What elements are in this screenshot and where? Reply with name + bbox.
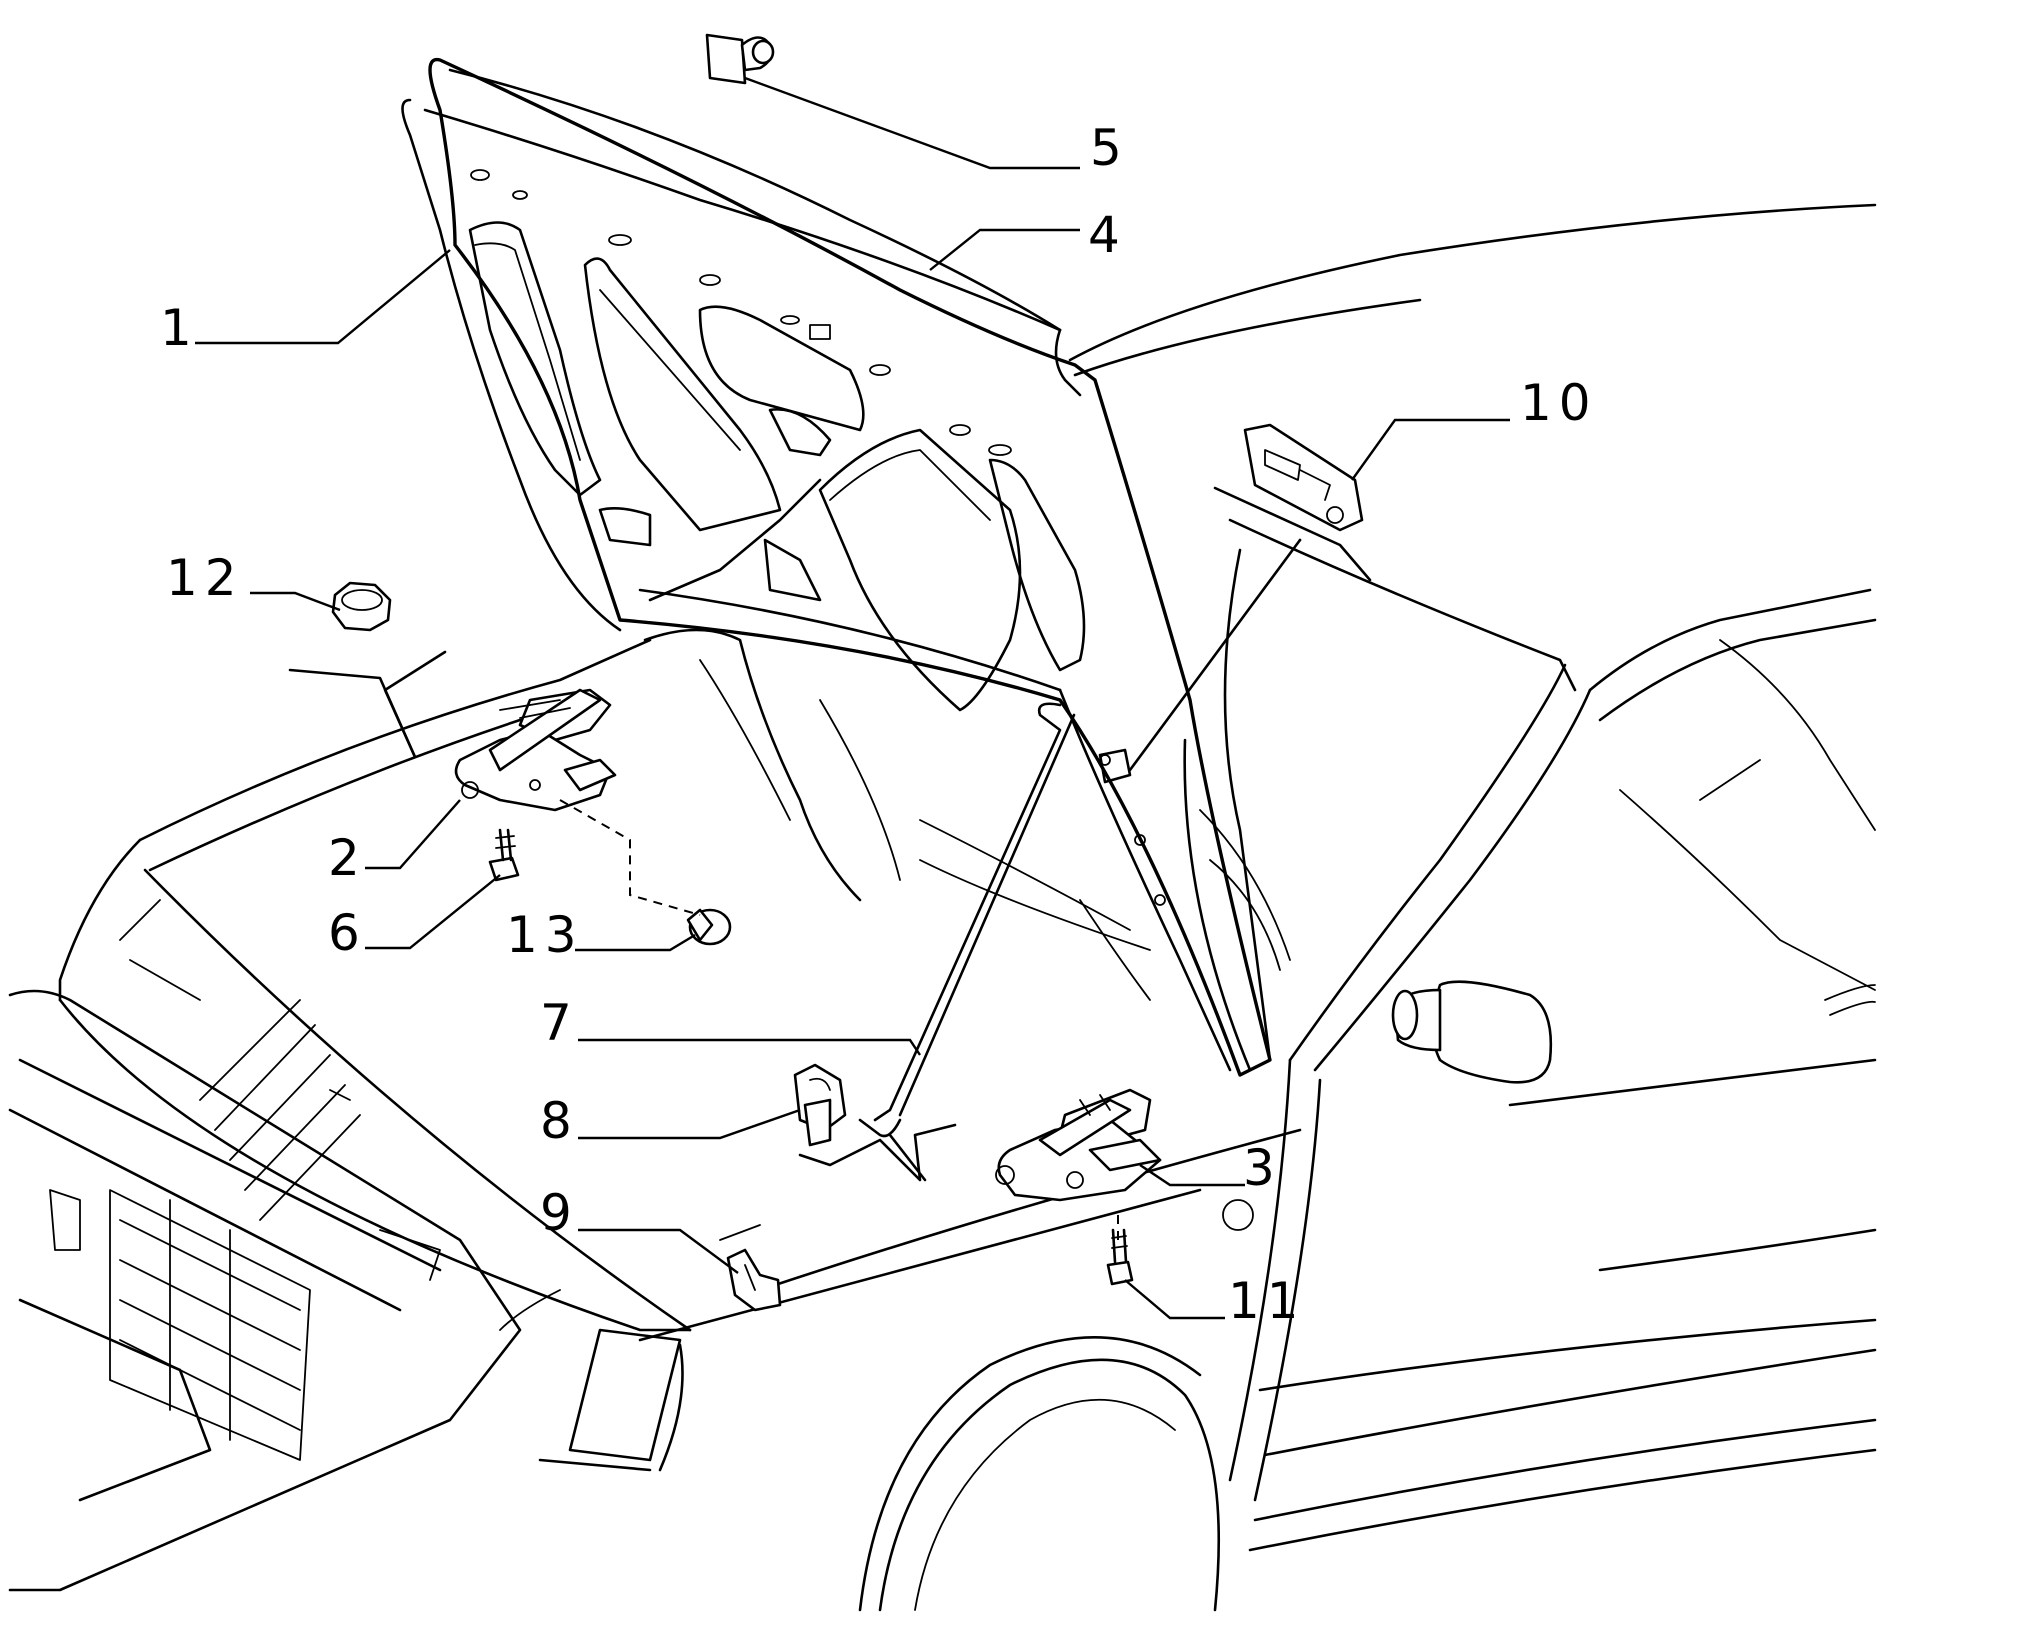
clip-part-5 (705, 33, 775, 85)
bonnet-panel (401, 57, 1272, 1077)
hinge-left (454, 688, 617, 812)
callout-label-4: 4 (1088, 206, 1127, 264)
callout-label-10: 10 (1520, 374, 1598, 432)
callout-label-2: 2 (328, 829, 367, 887)
catch-plate-part-10 (1243, 423, 1364, 532)
screw-part-11 (1106, 1228, 1134, 1286)
callout-label-5: 5 (1090, 119, 1129, 177)
hinge-right (995, 1088, 1162, 1202)
callout-label-7: 7 (540, 994, 579, 1052)
rod-clip-part-8 (793, 1063, 847, 1147)
callout-label-8: 8 (540, 1092, 579, 1150)
callout-label-1: 1 (160, 299, 199, 357)
callout-leaders (195, 76, 1510, 1320)
callout-label-6: 6 (328, 904, 367, 962)
bolt-part-6 (488, 828, 520, 882)
bracket-part-9 (726, 1248, 782, 1312)
explosion-lines (288, 486, 1372, 1248)
callout-label-11: 11 (1228, 1272, 1306, 1330)
car-body (8, 203, 1877, 1612)
callout-label-3: 3 (1243, 1139, 1282, 1197)
support-rod (858, 702, 1076, 1138)
callout-labels: 1 2 3 4 5 6 7 8 9 10 11 12 13 (160, 119, 1598, 1330)
bonnet-holes (470, 169, 1166, 906)
nut-part-12 (331, 581, 392, 632)
callout-label-13: 13 (506, 906, 584, 964)
bump-stop-part-13 (686, 908, 732, 946)
callout-label-9: 9 (540, 1184, 579, 1242)
callout-label-12: 12 (166, 549, 244, 607)
